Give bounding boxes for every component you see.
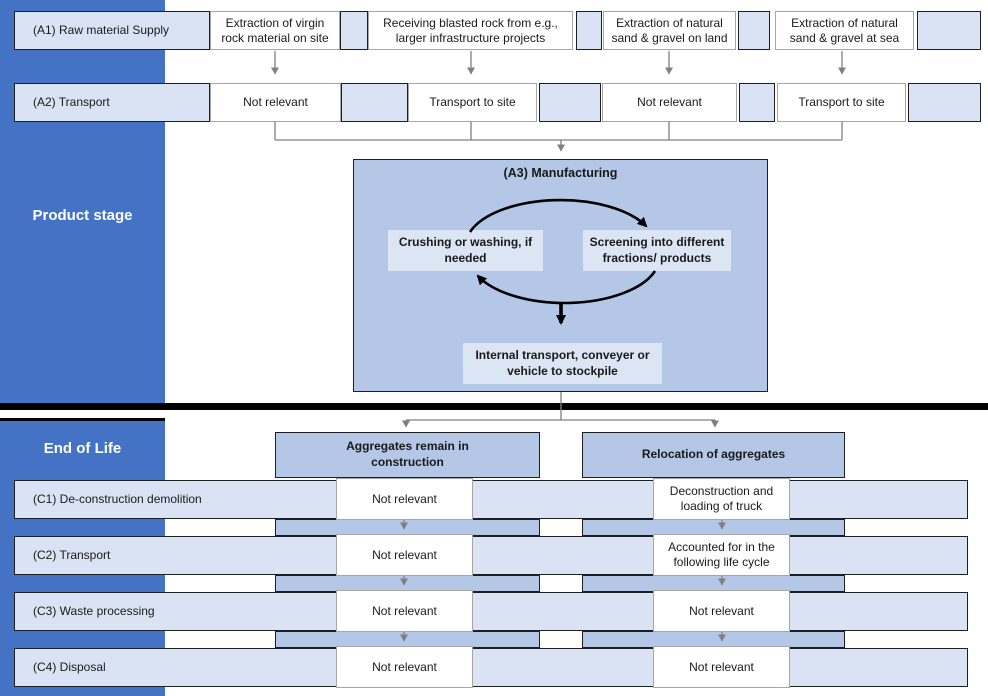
a1-filler-1 (340, 11, 368, 50)
a1-option-1: Extraction of virgin rock material on si… (210, 11, 340, 50)
a1-filler-2 (576, 11, 602, 50)
product-stage-title: Product stage (32, 207, 133, 224)
a3-internal-transport-box: Internal transport, conveyer or vehicle … (463, 343, 662, 384)
c3-col1-cell: Not relevant (336, 590, 473, 632)
a1-option-4: Extraction of natural sand & gravel at s… (775, 11, 914, 50)
a2-filler-3 (739, 83, 775, 122)
row-label-c3: (C3) Waste processing (33, 603, 155, 618)
row-label-a2-text: (A2) Transport (33, 94, 110, 109)
row-band-c1: (C1) De-construction demolition (14, 480, 968, 519)
a2-a3-connector (274, 122, 843, 152)
eol-column-relocation-text: Relocation of aggregates (641, 447, 786, 462)
row-band-c3: (C3) Waste processing (14, 592, 968, 631)
c4-col1-cell: Not relevant (336, 646, 473, 688)
a2-filler-2 (539, 83, 601, 122)
a2-filler-1 (341, 83, 408, 122)
a3-title: (A3) Manufacturing (503, 166, 618, 180)
c2-col2-cell: Accounted for in the following life cycl… (653, 534, 790, 576)
a2-option-2: Transport to site (408, 83, 537, 122)
c1-col1-cell: Not relevant (336, 478, 473, 520)
product-stage-sidebar (0, 0, 165, 403)
row-band-c2: (C2) Transport (14, 536, 968, 575)
eol-column-remain-text: Aggregates remain in construction (346, 439, 469, 469)
row-label-c1: (C1) De-construction demolition (33, 491, 202, 506)
row-label-a1-text: (A1) Raw material Supply (33, 22, 170, 37)
a1-option-3: Extraction of natural sand & gravel on l… (603, 11, 736, 50)
a1-filler-4 (917, 11, 981, 50)
a2-option-4: Transport to site (777, 83, 906, 122)
a1-a2-arrows (271, 51, 846, 75)
eol-column-remain-header: Aggregates remain in construction (275, 432, 540, 478)
c3-col2-cell: Not relevant (653, 590, 790, 632)
c4-col2-cell: Not relevant (653, 646, 790, 688)
a2-option-1: Not relevant (210, 83, 341, 122)
c2-col1-cell: Not relevant (336, 534, 473, 576)
row-label-c2: (C2) Transport (33, 547, 111, 562)
eol-column-relocation-header: Relocation of aggregates (582, 432, 845, 478)
a2-option-3: Not relevant (602, 83, 737, 122)
a2-filler-4 (908, 83, 981, 122)
row-label-a1: (A1) Raw material Supply (14, 11, 210, 50)
a1-option-2: Receiving blasted rock from e.g., larger… (368, 11, 573, 50)
a1-filler-3 (738, 11, 770, 50)
row-label-a2: (A2) Transport (14, 83, 210, 122)
section-divider-line (0, 403, 988, 410)
a3-crushing-box: Crushing or washing, if needed (388, 230, 543, 271)
row-label-c4: (C4) Disposal (33, 659, 106, 674)
a3-screening-box: Screening into different fractions/ prod… (583, 230, 731, 271)
row-band-c4: (C4) Disposal (14, 648, 968, 687)
c1-col2-cell: Deconstruction and loading of truck (653, 478, 790, 520)
end-of-life-title: End of Life (43, 440, 122, 457)
